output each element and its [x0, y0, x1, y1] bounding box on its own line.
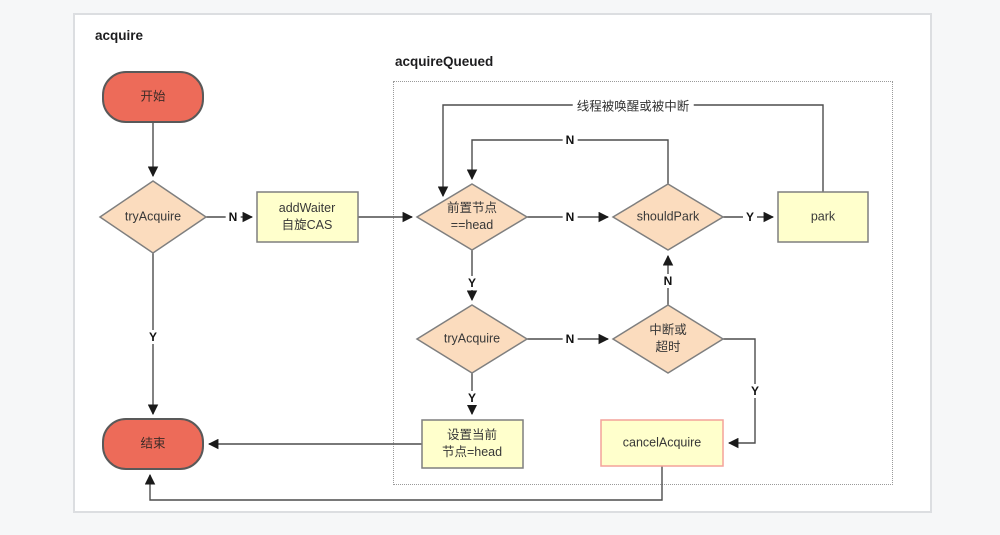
- sethead-label: 设置当前 节点=head: [442, 427, 502, 461]
- park-label: park: [810, 209, 836, 224]
- edge-label-predhead-n: N: [562, 210, 578, 224]
- edge-label-tryacquire1-y: Y: [145, 330, 161, 344]
- edge-label-tryacquire2-n: N: [562, 332, 578, 346]
- edge-label-wakeup: 线程被唤醒或被中断: [572, 95, 694, 115]
- start-node-label: 开始: [140, 89, 166, 104]
- predhead-label-line2: ==head: [450, 218, 494, 232]
- predhead-label-line1: 前置节点: [446, 201, 498, 216]
- diagram-title: acquire: [95, 28, 144, 43]
- sethead-label-line1: 设置当前: [446, 428, 498, 443]
- predhead-label: 前置节点 ==head: [447, 200, 497, 234]
- edge-label-shouldpark-y: Y: [742, 210, 758, 224]
- interrupt-label-line2: 超时: [655, 340, 681, 354]
- interrupt-label-line1: 中断或: [649, 323, 687, 338]
- edge-label-interrupt-y: Y: [747, 384, 763, 398]
- sethead-label-line2: 节点=head: [441, 445, 503, 459]
- tryacquire1-label: tryAcquire: [124, 209, 182, 224]
- edge-label-interrupt-n: N: [660, 274, 676, 288]
- edge-label-tryacquire2-y: Y: [464, 391, 480, 405]
- addwaiter-label-line2: 自旋CAS: [281, 218, 333, 232]
- edge-label-predhead-y: Y: [464, 276, 480, 290]
- edge-label-tryacquire1-n: N: [225, 210, 241, 224]
- tryacquire2-label: tryAcquire: [443, 331, 501, 346]
- edge-label-shouldpark-loop-n: N: [562, 133, 578, 147]
- end-node-label: 结束: [140, 436, 166, 451]
- shouldpark-label: shouldPark: [636, 209, 700, 224]
- interrupt-label: 中断或 超时: [649, 322, 687, 356]
- addwaiter-label: addWaiter 自旋CAS: [279, 200, 336, 234]
- addwaiter-label-line1: addWaiter: [278, 201, 336, 216]
- acquire-queued-label: acquireQueued: [395, 54, 494, 69]
- cancelacquire-label: cancelAcquire: [622, 435, 702, 450]
